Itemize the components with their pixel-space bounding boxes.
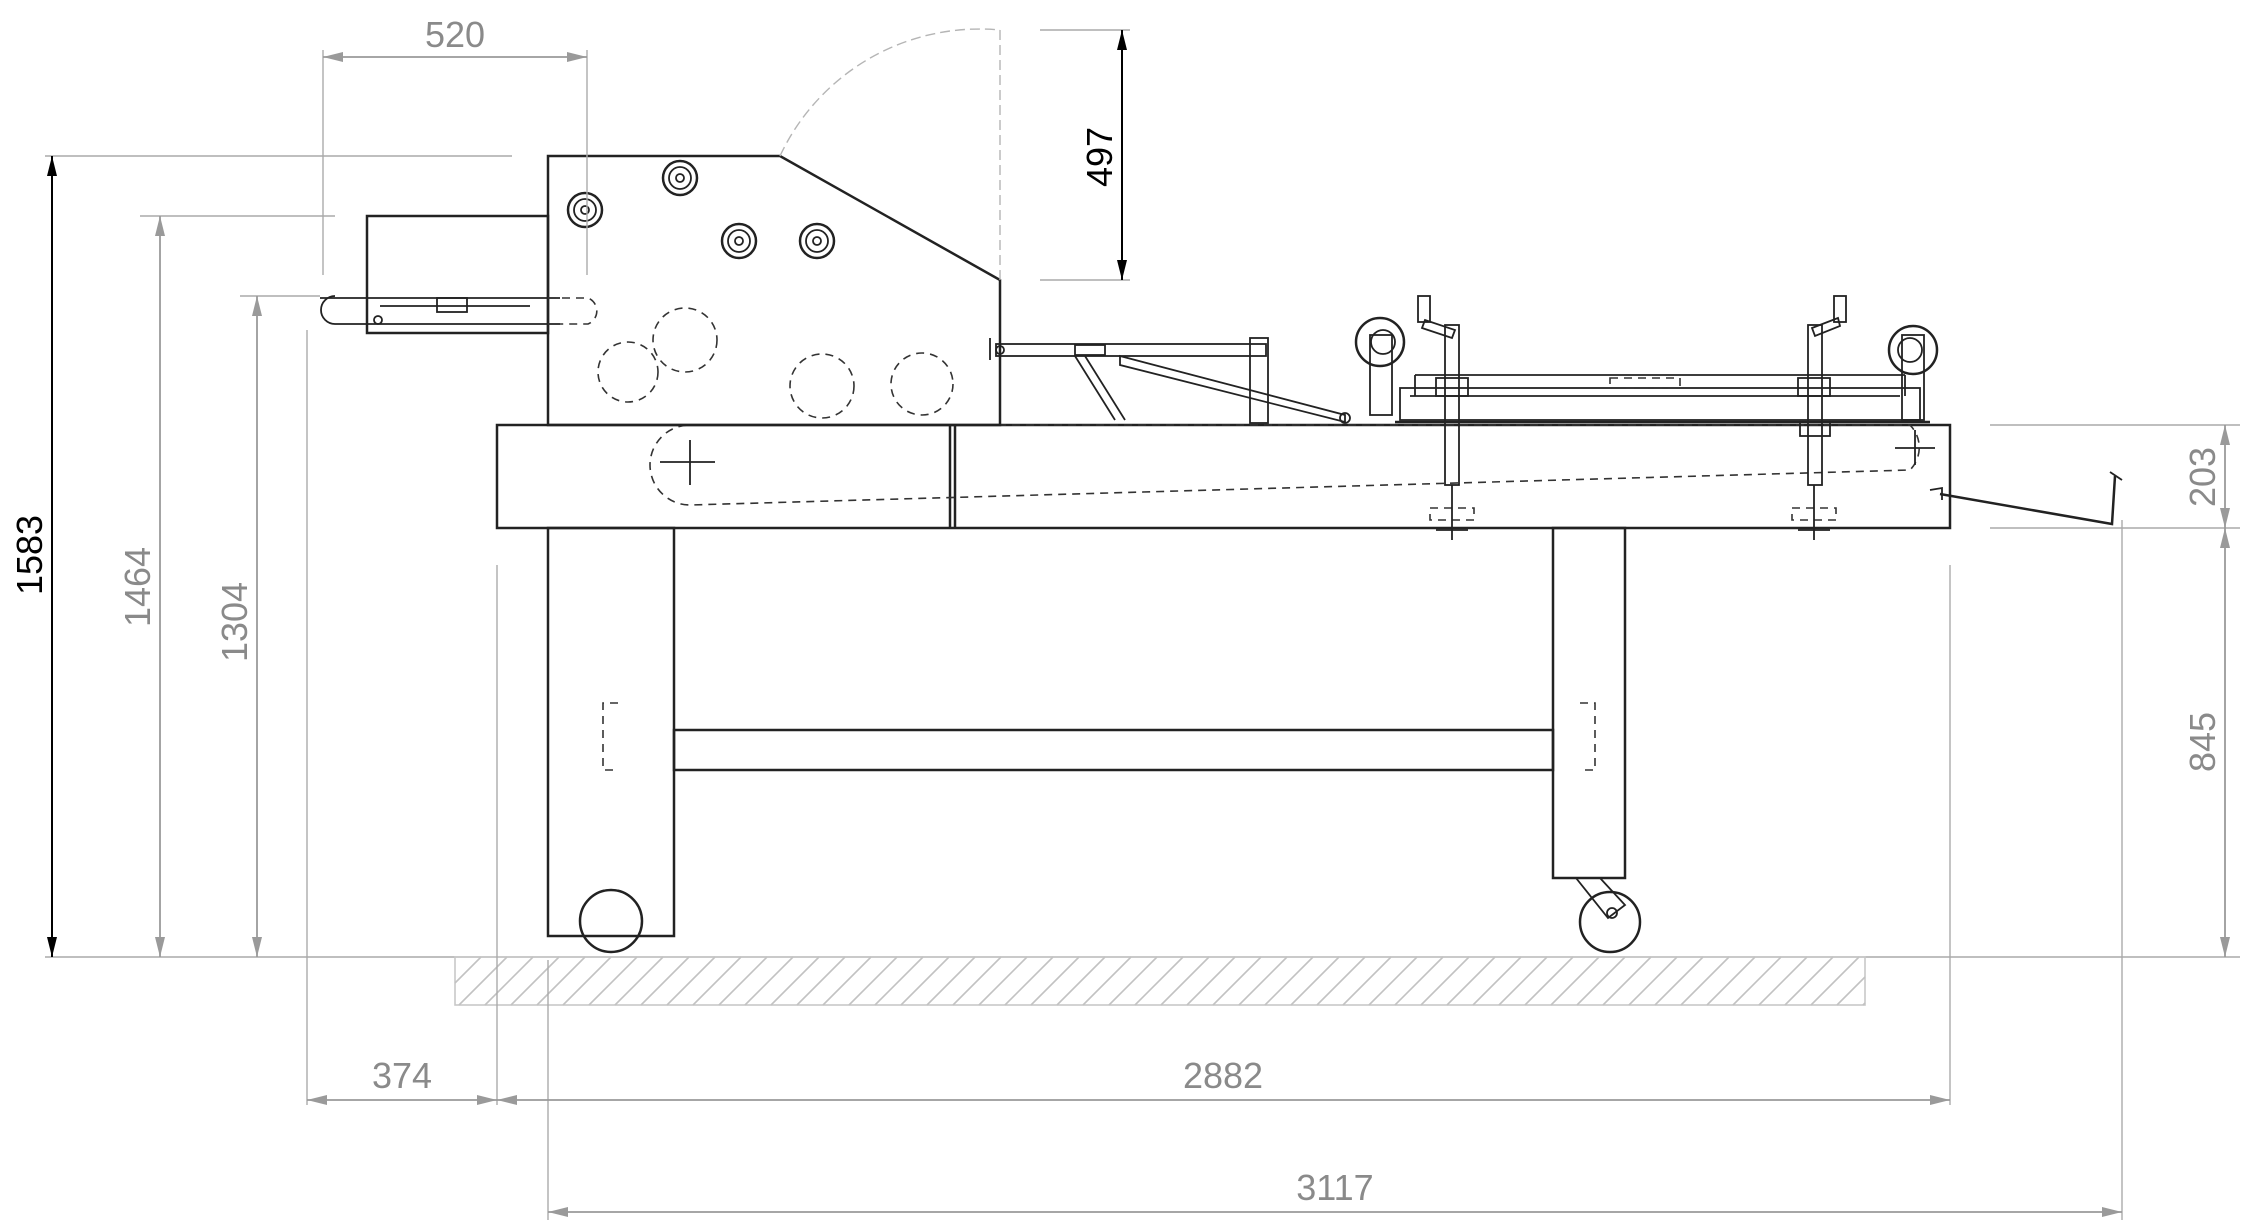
hatch-line — [454, 956, 482, 984]
sealing-arm — [989, 337, 1351, 424]
left-leg — [546, 526, 676, 938]
hatch-line — [1368, 956, 1418, 1006]
dim-table-height: 845 — [2182, 712, 2223, 772]
dim-top-width: 520 — [425, 14, 485, 55]
extension-lines — [45, 29, 2240, 1220]
hatch-line — [510, 956, 560, 1006]
hatch-line — [926, 956, 976, 1006]
dim-working-height: 1304 — [214, 582, 255, 662]
hatch-line — [1108, 956, 1158, 1006]
hatch-line — [692, 956, 742, 1006]
dimension-labels: 520 497 1583 1464 1304 203 845 374 2882 … — [9, 14, 2223, 1208]
hatch-line — [1550, 956, 1600, 1006]
film-rollers — [566, 159, 836, 260]
hatch-line — [1420, 956, 1470, 1006]
hatch-line — [1602, 956, 1652, 1006]
dim-infeed-height: 1464 — [117, 547, 158, 627]
hatch-line — [1290, 956, 1340, 1006]
hatch-line — [1134, 956, 1184, 1006]
hatch-line — [822, 956, 872, 1006]
machine — [320, 28, 2123, 954]
hatch-line — [952, 956, 1002, 1006]
hatch-line — [1238, 956, 1288, 1006]
hatch-line — [770, 956, 820, 1006]
floor — [440, 956, 2240, 1006]
hatch-line — [1810, 956, 1860, 1006]
infeed-hopper — [365, 214, 550, 335]
outfeed-frame — [1395, 374, 1930, 424]
hatch-line — [1732, 956, 1782, 1006]
hatch-line — [1264, 956, 1314, 1006]
hatch-line — [1836, 976, 1866, 1006]
outfeed-handle — [1939, 475, 2117, 526]
hatch-line — [1706, 956, 1756, 1006]
hatch-line — [614, 956, 664, 1006]
left-height-adjuster — [1354, 295, 1475, 540]
hatch-line — [1056, 956, 1106, 1006]
hatch-line — [484, 956, 534, 1006]
conveyor-belt — [649, 424, 1920, 506]
right-height-adjuster — [1791, 295, 1939, 540]
table-beam — [495, 423, 1952, 530]
dim-top-opening: 497 — [1079, 127, 1120, 187]
hatch-line — [874, 956, 924, 1006]
dim-overall-height: 1583 — [9, 515, 50, 595]
hatch-line — [848, 956, 898, 1006]
right-leg — [1551, 526, 1627, 880]
hatch-line — [1654, 956, 1704, 1006]
dim-base-length: 2882 — [1183, 1055, 1263, 1096]
left-wheel — [578, 888, 644, 954]
dimension-lines — [47, 30, 2230, 1217]
hatch-line — [978, 956, 1028, 1006]
hatch-line — [1030, 956, 1080, 1006]
hatch-line — [718, 956, 768, 1006]
hatch-line — [1004, 956, 1054, 1006]
hatch-line — [1576, 956, 1626, 1006]
hatch-line — [1082, 956, 1132, 1006]
hatch-line — [1524, 956, 1574, 1006]
hatch-line — [1472, 956, 1522, 1006]
hatch-line — [1680, 956, 1730, 1006]
hatch-line — [744, 956, 794, 1006]
hatch-line — [1784, 956, 1834, 1006]
hatch-line — [1212, 956, 1262, 1006]
sealing-head-housing — [546, 154, 1002, 427]
hatch-line — [666, 956, 716, 1006]
hatch-line — [458, 956, 508, 1006]
hatch-line — [1342, 956, 1392, 1006]
hatch-line — [1628, 956, 1678, 1006]
floor-hatching — [454, 956, 1866, 1006]
right-wheel — [1578, 890, 1642, 954]
hatch-line — [588, 956, 638, 1006]
hatch-line — [900, 956, 950, 1006]
hatch-line — [562, 956, 612, 1006]
cross-brace — [672, 728, 1555, 772]
dim-overall-length: 3117 — [1296, 1167, 1373, 1208]
hatch-line — [1186, 956, 1236, 1006]
hatch-line — [1160, 956, 1210, 1006]
hatch-line — [796, 956, 846, 1006]
dim-infeed-length: 374 — [372, 1055, 432, 1096]
lid-swing-arc — [779, 28, 1001, 157]
hatch-line — [1862, 1002, 1866, 1006]
hatch-line — [1498, 956, 1548, 1006]
hatch-line — [1446, 956, 1496, 1006]
hatch-line — [1758, 956, 1808, 1006]
hatch-line — [640, 956, 690, 1006]
hatch-line — [1394, 956, 1444, 1006]
dim-conveyor-height: 203 — [2182, 447, 2223, 507]
hatch-line — [536, 956, 586, 1006]
hatch-line — [1316, 956, 1366, 1006]
